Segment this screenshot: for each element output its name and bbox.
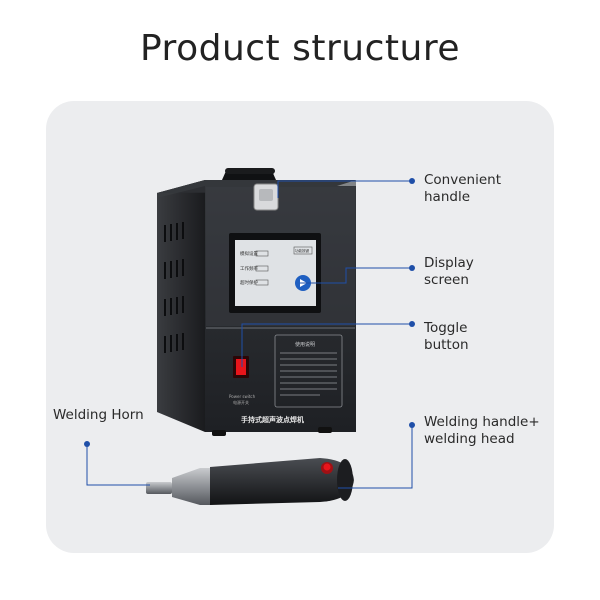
power-switch-sublabel: 电源开关: [233, 399, 249, 405]
callout-text: welding head: [424, 431, 515, 447]
power-switch-label: Power switch: [229, 394, 256, 399]
callout-text: button: [424, 337, 469, 353]
toggle-indicator: [236, 359, 246, 375]
instructions-box: [274, 334, 343, 408]
device-foot: [318, 427, 332, 433]
welding-horn-tip: [146, 482, 172, 494]
device-foot: [212, 430, 226, 436]
callout-text: Welding Horn: [53, 407, 144, 423]
device-side-panel: [157, 180, 205, 432]
callout-welding-horn: Welding Horn: [53, 407, 144, 424]
welding-handle-assembly: [146, 458, 354, 505]
display-row3: 超时保护: [240, 279, 258, 286]
ultrasonic-welder-unit: 模拟设置 工作频率 超时保护 功能按键 Power switch 电源开关 使用…: [157, 168, 356, 436]
callout-toggle-button: Toggle button: [424, 320, 469, 354]
callout-text: Display: [424, 255, 474, 271]
display-function-key: 功能按键: [295, 248, 309, 253]
instructions-title: 使用说明: [295, 341, 315, 348]
callout-text: Welding handle+: [424, 414, 540, 430]
vent-slots: [164, 222, 184, 353]
callout-text: screen: [424, 272, 469, 288]
callout-display-screen: Display screen: [424, 255, 474, 289]
display-row2: 工作频率: [240, 265, 258, 272]
display-row1: 模拟设置: [240, 250, 258, 257]
callout-text: Convenient: [424, 172, 501, 188]
touch-display: [235, 240, 316, 306]
welding-horn-body: [172, 468, 210, 505]
callout-convenient-handle: Convenient handle: [424, 172, 501, 206]
instructions-text-lines: [280, 352, 337, 396]
callout-lines: [86, 180, 413, 489]
callout-welding-handle: Welding handle+ welding head: [424, 414, 540, 448]
page-title: Product structure: [139, 28, 460, 69]
callout-text: handle: [424, 189, 471, 205]
device-front-label: 手持式超声波点焊机: [241, 415, 304, 424]
callout-dots: [84, 178, 415, 447]
welding-grip: [210, 458, 354, 505]
callout-text: Toggle: [424, 320, 468, 336]
